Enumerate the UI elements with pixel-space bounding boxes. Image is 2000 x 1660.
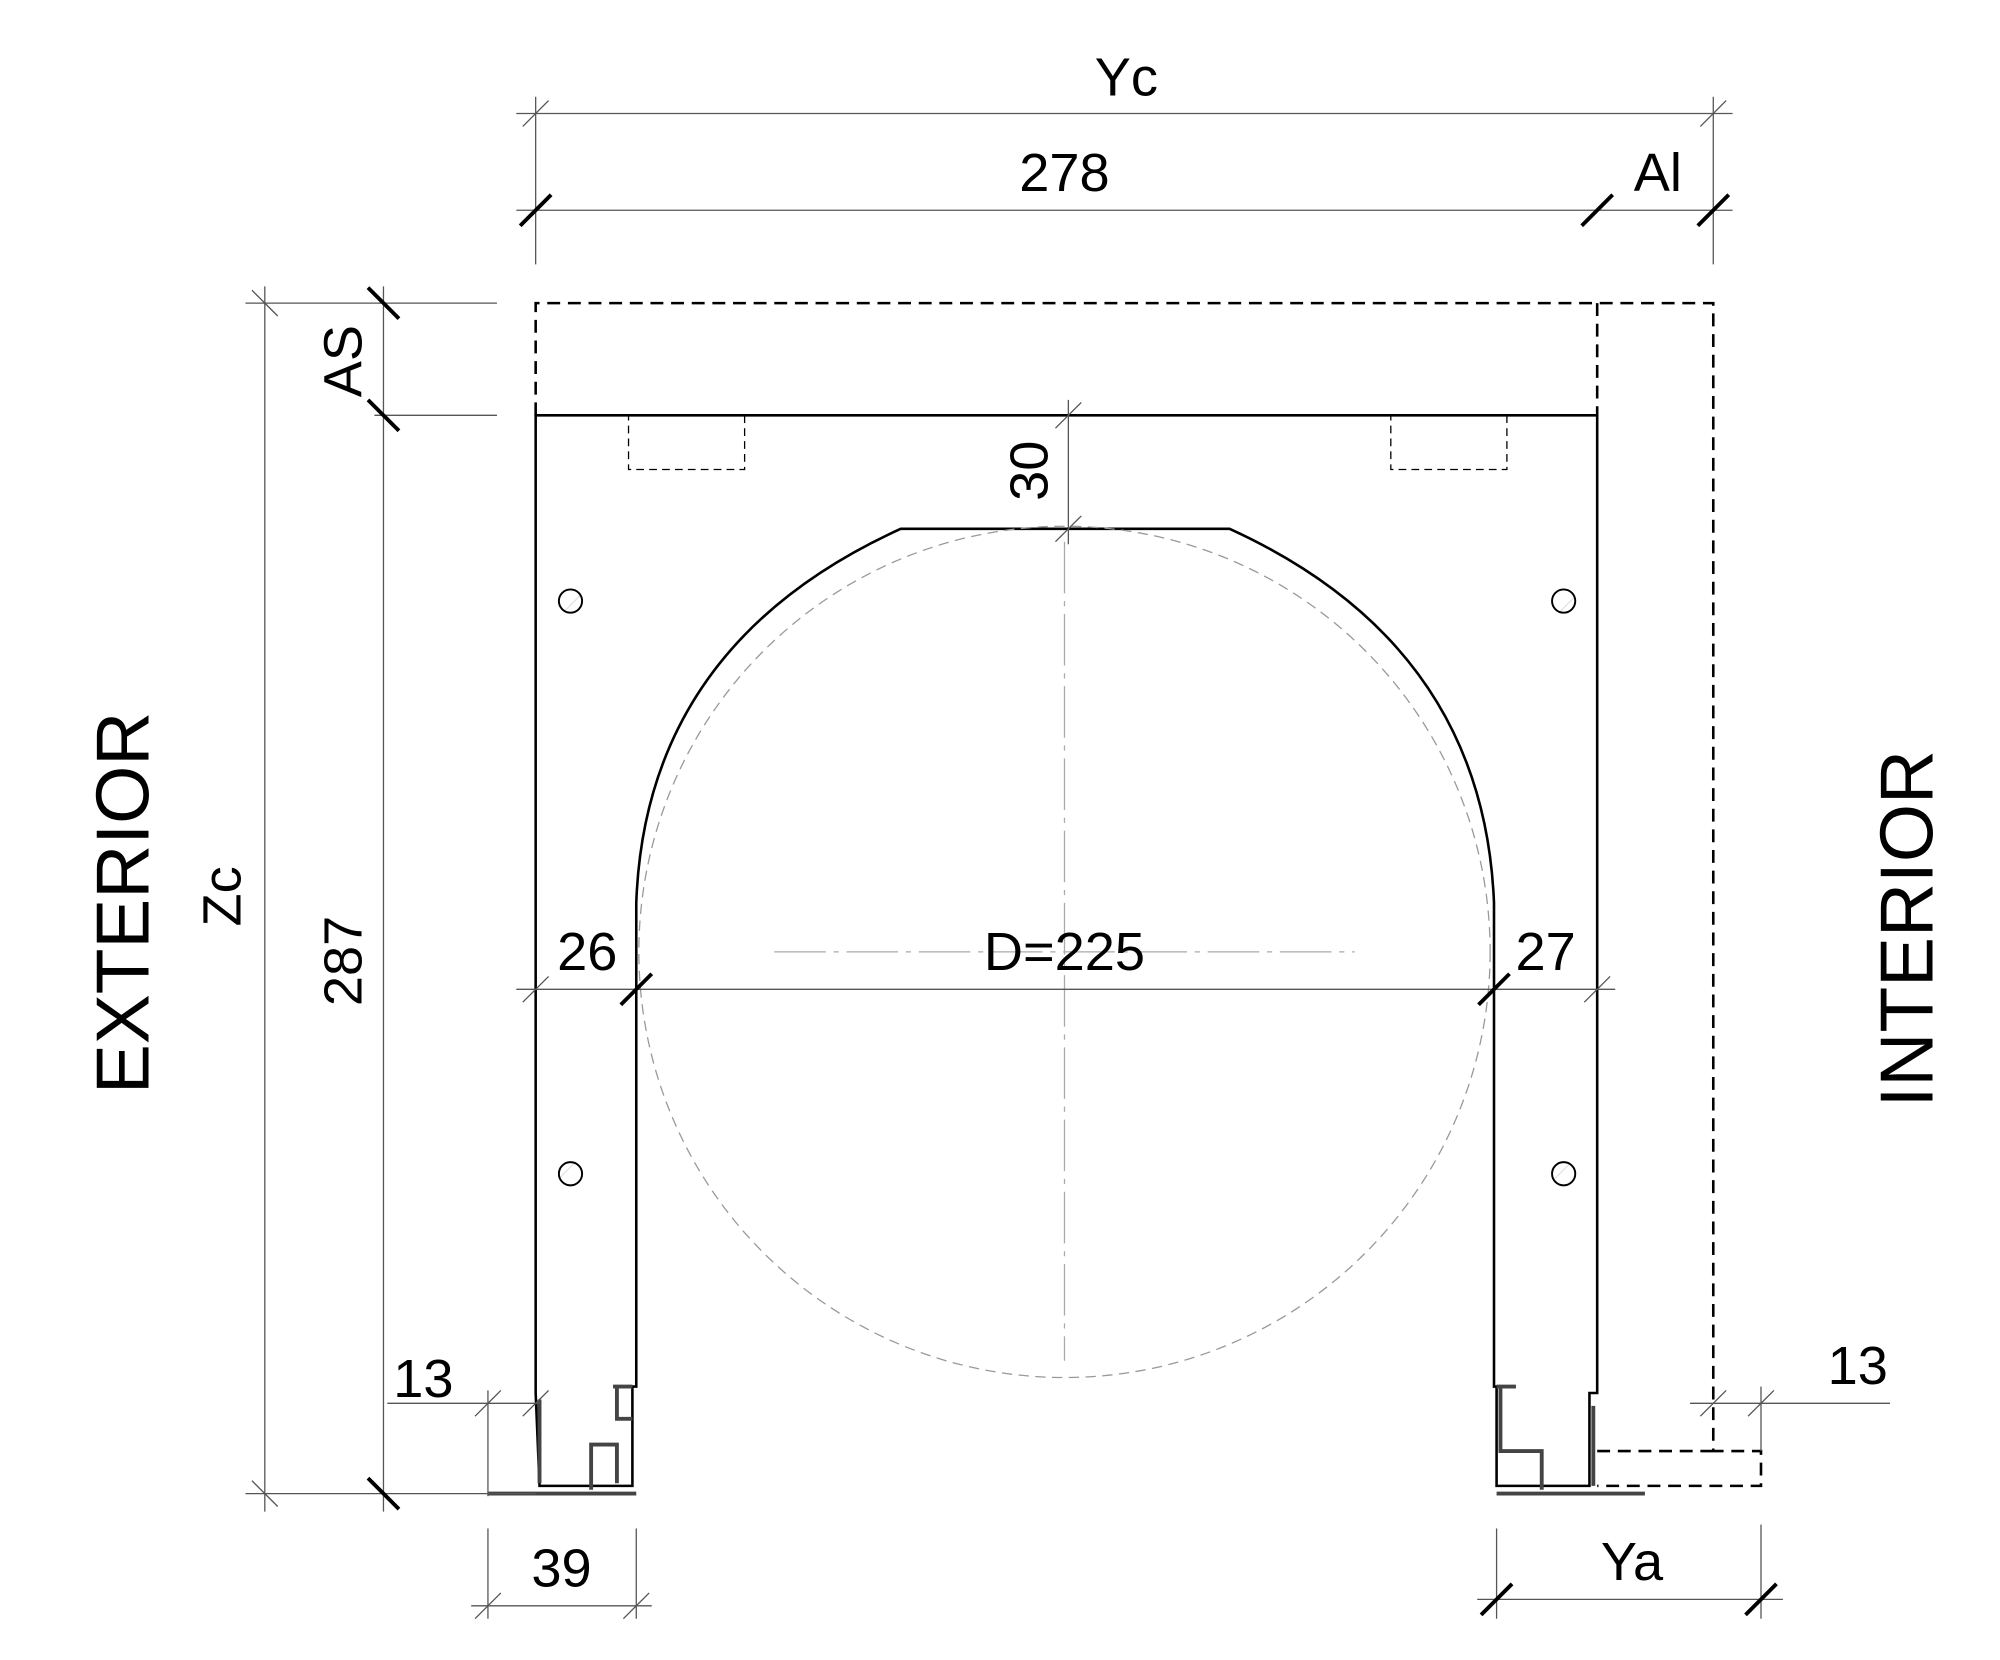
insert-right	[1390, 414, 1508, 471]
dimension-13-left	[387, 1389, 550, 1497]
dashed-outline	[534, 301, 1763, 1488]
insert-left	[627, 414, 746, 471]
shutter-roll-circle	[638, 525, 1491, 1379]
dimension-30	[1055, 399, 1082, 545]
label-39: 39	[531, 1538, 591, 1598]
bottom-profile-right	[1496, 1384, 1645, 1496]
dimension-diameter	[516, 972, 1616, 1007]
lintel-body	[534, 414, 1599, 1488]
dimension-ya	[1477, 1524, 1783, 1619]
label-13-left: 13	[393, 1349, 453, 1409]
label-13-right: 13	[1828, 1336, 1888, 1396]
bottom-profile-left	[487, 1384, 637, 1496]
label-ya: Ya	[1601, 1532, 1664, 1592]
label-al: Al	[1634, 143, 1682, 203]
label-287: 287	[314, 916, 374, 1006]
dimension-39	[471, 1528, 652, 1620]
label-diameter: D=225	[984, 922, 1145, 982]
label-27: 27	[1515, 922, 1575, 982]
label-26: 26	[557, 922, 617, 982]
label-278: 278	[1019, 143, 1109, 203]
dimension-zc	[245, 286, 536, 1512]
label-30: 30	[1000, 441, 1060, 501]
label-zc: Zc	[192, 866, 252, 926]
dimension-yc	[516, 96, 1733, 265]
label-yc: Yc	[1095, 47, 1158, 107]
dimension-13-right	[1690, 1386, 1890, 1452]
rebar-icon	[557, 588, 1577, 1187]
label-exterior: EXTERIOR	[81, 712, 165, 1094]
label-as: AS	[314, 325, 374, 397]
dimension-278	[516, 193, 1733, 228]
label-interior: INTERIOR	[1865, 750, 1949, 1107]
dimension-287	[366, 286, 497, 1512]
